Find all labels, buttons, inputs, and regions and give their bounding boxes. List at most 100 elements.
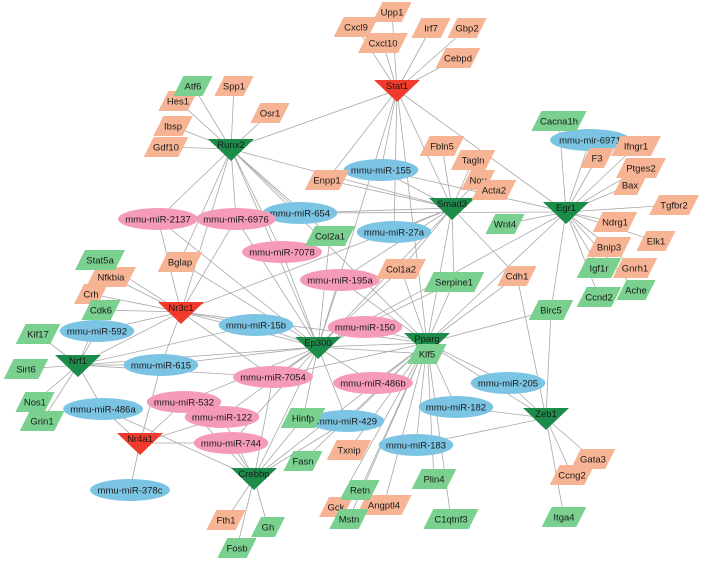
node-ache: Ache <box>616 280 656 300</box>
node-label: Osr1 <box>260 109 281 120</box>
node-mir183: mmu-miR-183 <box>378 434 454 456</box>
node-sirt6: Sirt6 <box>3 359 49 379</box>
node-label: Spp1 <box>223 82 245 93</box>
gene-parallelogram <box>485 214 525 234</box>
node-label: Col1a2 <box>386 265 416 276</box>
mirna-ellipse <box>418 396 494 418</box>
node-label: mmu-miR-195a <box>307 276 373 287</box>
node-mstn: Mstn <box>329 509 369 529</box>
node-label: Crebbp <box>238 469 269 480</box>
edge-Egr1-mir654 <box>299 211 567 214</box>
node-mir744: mmu-miR-744 <box>193 432 269 454</box>
node-label: mmu-miR-122 <box>192 413 252 424</box>
gene-parallelogram <box>153 116 193 136</box>
gene-parallelogram <box>616 158 666 178</box>
node-label: Irf7 <box>424 24 438 35</box>
node-crebbp: Crebbp <box>231 468 277 490</box>
node-mir429: mmu-miR-429 <box>309 410 385 432</box>
node-ep300: Ep300 <box>295 337 341 359</box>
node-crh: Crh <box>74 284 108 304</box>
node-label: Stat1 <box>386 81 408 92</box>
edge-Egr1-mir155 <box>380 169 567 213</box>
node-label: Cacna1h <box>540 117 578 128</box>
node-label: mmu-miR-183 <box>386 441 446 452</box>
edge-Ep300-Serpine1 <box>317 281 455 348</box>
mirna-ellipse <box>59 320 135 342</box>
edge-Stat1-Irf7 <box>396 27 432 91</box>
node-gata3: Gata3 <box>570 449 616 469</box>
node-label: Fasn <box>292 457 313 468</box>
gene-parallelogram <box>206 510 246 530</box>
edge-Ep300-mir429 <box>317 346 348 422</box>
gene-parallelogram <box>19 411 65 431</box>
edge-Runx2-Atf6 <box>192 85 232 150</box>
node-mir195a: mmu-miR-195a <box>300 269 380 291</box>
node-mir15b: mmu-miR-15b <box>218 314 294 336</box>
node-stat1: Stat1 <box>374 80 420 102</box>
edge-Runx2-mir2137 <box>157 148 232 220</box>
node-label: mmu-miR-7078 <box>249 248 314 259</box>
mirna-ellipse <box>118 208 198 230</box>
node-label: Bnip3 <box>597 243 621 254</box>
node-smad3: Smad3 <box>429 198 475 220</box>
mirna-ellipse <box>327 316 403 338</box>
edge-Stat1-Gbp2 <box>396 27 468 91</box>
edge-Egr1-Ifngr1 <box>565 145 637 213</box>
node-label: Klf5 <box>419 350 435 361</box>
node-label: Egr1 <box>556 203 576 214</box>
edge-Smad3-Serpine1 <box>451 207 455 283</box>
gene-parallelogram <box>411 469 457 489</box>
node-label: mmu-miR-486b <box>340 379 405 390</box>
node-ccnd2: Ccnd2 <box>576 287 622 307</box>
node-mir205: mmu-miR-205 <box>470 372 546 394</box>
node-label: mmu-miR-2137 <box>125 215 190 226</box>
edge-Zeb1-Birc5 <box>545 309 552 419</box>
node-bnip3: Bnip3 <box>586 237 632 257</box>
node-mir27a: mmu-miR-27a <box>356 221 432 243</box>
mirna-ellipse <box>218 314 294 336</box>
node-igf1r: Igf1r <box>576 258 622 278</box>
node-label: Cxcl10 <box>368 39 397 50</box>
node-label: Acta2 <box>482 186 506 197</box>
tf-triangle <box>117 433 163 455</box>
mirna-ellipse <box>262 202 338 224</box>
node-label: Txnip <box>337 446 360 457</box>
gene-parallelogram <box>143 137 189 157</box>
node-ptges2: Ptges2 <box>616 158 666 178</box>
node-label: Gh <box>262 523 275 534</box>
node-label: Cebpd <box>444 54 472 65</box>
node-ibsp: Ibsp <box>153 116 193 136</box>
node-label: mmu-miR-429 <box>317 417 377 428</box>
mirna-ellipse <box>63 398 143 420</box>
edge-Ep300-Col1a2 <box>317 268 402 348</box>
edge-Pparg-Fasn <box>302 342 428 462</box>
edge-Egr1-mir6971 <box>565 139 591 213</box>
gene-parallelogram <box>407 344 447 364</box>
node-osr1: Osr1 <box>250 103 290 123</box>
gene-parallelogram <box>15 392 55 412</box>
node-mir182: mmu-miR-182 <box>418 396 494 418</box>
node-label: Angptl4 <box>368 501 400 512</box>
node-mir654: mmu-miR-654 <box>262 202 338 224</box>
node-label: Ndrg1 <box>602 218 628 229</box>
node-wnt4: Wnt4 <box>485 214 525 234</box>
tf-triangle <box>231 468 277 490</box>
mirna-ellipse <box>470 372 546 394</box>
node-label: mmu-miR-205 <box>478 379 538 390</box>
gene-parallelogram <box>86 267 136 287</box>
edge-Stat1-mir155 <box>380 89 398 171</box>
gene-parallelogram <box>157 252 203 272</box>
node-label: Gck <box>328 503 345 514</box>
node-tagln: Tagln <box>450 150 496 170</box>
node-label: Zeb1 <box>535 409 557 420</box>
gene-parallelogram <box>376 259 426 279</box>
node-label: Birc5 <box>540 306 562 317</box>
mirna-ellipse <box>333 372 413 394</box>
node-klf5: Klf5 <box>407 344 447 364</box>
node-kif17: Kif17 <box>15 324 61 344</box>
edge-Pparg-Cdh1 <box>426 275 518 344</box>
node-label: Cdk6 <box>90 306 112 317</box>
edge-Ep300-mir6976 <box>235 218 319 348</box>
gene-parallelogram <box>15 324 61 344</box>
